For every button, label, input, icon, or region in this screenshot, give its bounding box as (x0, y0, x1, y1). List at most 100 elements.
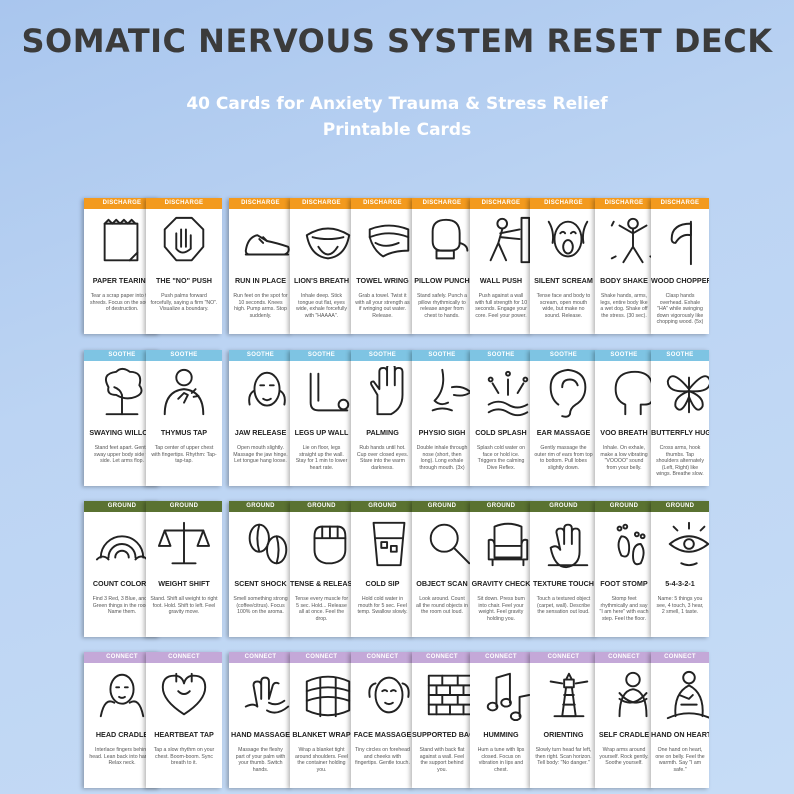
card: DISCHARGE BODY SHAKE Shake hands, arms, … (595, 198, 653, 334)
card: SOOTHE VOO BREATH Inhale. On exhale, mak… (595, 350, 653, 486)
card-art (146, 209, 222, 273)
card-art (651, 361, 709, 425)
category-band: SOOTHE (530, 350, 597, 361)
category-band: DISCHARGE (84, 198, 160, 209)
card-title: COLD SPLASH (475, 428, 527, 437)
card-art (595, 663, 653, 727)
card-description: Gently massage the outer rim of ears fro… (534, 445, 593, 471)
card: SOOTHE BUTTERFLY HUG Cross arms, hook th… (651, 350, 709, 486)
card: GROUND GRAVITY CHECK Sit down. Press bum… (470, 501, 532, 637)
card: DISCHARGE LION'S BREATH Inhale deep. Sti… (290, 198, 353, 334)
fist-icon (313, 525, 347, 565)
card-title: VOO BREATH (600, 428, 648, 437)
category-band: GROUND (651, 501, 709, 512)
card-title: SWAYING WILLOW (89, 428, 155, 437)
card-description: Inhale. On exhale, make a low vibrating … (600, 445, 648, 471)
card: SOOTHE COLD SPLASH Splash cold water on … (470, 350, 532, 486)
lighthouse-icon (549, 672, 589, 718)
card-description: Double inhale through nose (short, then … (416, 445, 468, 471)
card-title: HUMMING (483, 730, 519, 739)
card: CONNECT SUPPORTED BACK Stand with back f… (412, 652, 472, 788)
card: GROUND FOOT STOMP Stomp feet rhythmicall… (595, 501, 653, 637)
card-art (651, 512, 709, 576)
card-art (290, 209, 353, 273)
card: DISCHARGE THE "NO" PUSH Push palms forwa… (146, 198, 222, 334)
card-art (146, 361, 222, 425)
open-mouth-icon (305, 227, 351, 260)
card-title: WOOD CHOPPER (651, 276, 709, 285)
card-description: Open mouth slightly. Massage the jaw hin… (233, 445, 288, 465)
shoe-icon (244, 234, 290, 256)
card: GROUND SCENT SHOCK Smell something stron… (229, 501, 292, 637)
card-title: BUTTERFLY HUG (651, 428, 709, 437)
card: CONNECT HUMMING Hum a tune with lips clo… (470, 652, 532, 788)
card: SOOTHE PALMING Rub hands until hot. Cup … (351, 350, 414, 486)
card-title: JAW RELEASE (234, 428, 287, 437)
card: SOOTHE EAR MASSAGE Gently massage the ou… (530, 350, 597, 486)
card-description: Splash cold water on face or hold ice. T… (476, 445, 526, 471)
category-band: CONNECT (351, 652, 414, 663)
category-band: CONNECT (229, 652, 292, 663)
card: CONNECT HAND MASSAGE Massage the fleshy … (229, 652, 292, 788)
category-band: DISCHARGE (229, 198, 292, 209)
face-massage-icon (368, 676, 410, 714)
card: CONNECT HEARTBEAT TAP Tap a slow rhythm … (146, 652, 222, 788)
card: GROUND 5-4-3-2-1 Name: 5 things you see,… (651, 501, 709, 637)
card: GROUND WEIGHT SHIFT Stand. Shift all wei… (146, 501, 222, 637)
card-title: PAPER TEARING (92, 276, 152, 285)
card-title: THYMUS TAP (160, 428, 208, 437)
subtitle-line-2: Printable Cards (322, 120, 472, 140)
card-description: Grab a towel. Twist it with all your str… (355, 293, 410, 319)
card: DISCHARGE PILLOW PUNCH Stand safely. Pun… (412, 198, 472, 334)
card-description: One hand on heart, one on belly. Feel th… (655, 747, 705, 773)
card-art (351, 209, 414, 273)
card-title: OBJECT SCAN (416, 579, 468, 588)
card: DISCHARGE RUN IN PLACE Run feet on the s… (229, 198, 292, 334)
category-band: SOOTHE (595, 350, 653, 361)
card-art (229, 209, 292, 273)
card-description: Sit down. Press bum into chair. Feel you… (477, 596, 525, 622)
category-band: GROUND (530, 501, 597, 512)
card: CONNECT FACE MASSAGE Tiny circles on for… (351, 652, 414, 788)
cradled-head-icon (99, 673, 145, 718)
towel-icon (368, 224, 410, 258)
card-description: Massage the fleshy part of your palm wit… (235, 747, 286, 773)
card-description: Tap a slow rhythm on your chest. Boom-bo… (153, 747, 215, 767)
boxing-glove-icon (431, 218, 469, 260)
footprints-icon (616, 523, 646, 566)
card-description: Wrap arms around yourself. Rock gently. … (599, 747, 649, 767)
card: DISCHARGE WOOD CHOPPER Clasp hands overh… (651, 198, 709, 334)
card-description: Shake hands, arms, legs, entire body lik… (600, 293, 648, 319)
card-row-discharge: DISCHARGE PAPER TEARING Tear a scrap pap… (0, 198, 794, 338)
card-description: Stand feet apart. Gently sway upper body… (94, 445, 150, 465)
card-art (651, 663, 709, 727)
music-notes-icon (486, 672, 531, 722)
card: DISCHARGE TOWEL WRING Grab a towel. Twis… (351, 198, 414, 334)
card-title: SUPPORTED BACK (412, 730, 472, 739)
card-title: HEARTBEAT TAP (154, 730, 214, 739)
card-description: Clasp hands overhead. Exhale "HA" while … (656, 293, 704, 326)
card-title: WEIGHT SHIFT (158, 579, 210, 588)
chest-tap-icon (163, 368, 205, 416)
card-title: LION'S BREATH (293, 276, 350, 285)
scale-icon (157, 521, 211, 565)
card-description: Push palms forward forcefully, saying a … (150, 293, 218, 313)
category-band: SOOTHE (290, 350, 353, 361)
category-band: CONNECT (530, 652, 597, 663)
card: GROUND COLD SIP Hold cold water in mouth… (351, 501, 414, 637)
ear-icon (549, 368, 587, 418)
card-title: SILENT SCREAM (534, 276, 593, 285)
card-title: TENSE & RELEASE (290, 579, 353, 588)
subtitle-line-1: 40 Cards for Anxiety Trauma & Stress Rel… (186, 94, 608, 114)
category-band: GROUND (229, 501, 292, 512)
card-description: Touch a textured object (carpet, wall). … (536, 596, 591, 616)
card-description: Interlace fingers behind head. Lean back… (89, 747, 155, 767)
card: DISCHARGE SILENT SCREAM Tense face and b… (530, 198, 597, 334)
card: GROUND TENSE & RELEASE Tense every muscl… (290, 501, 353, 637)
card-art (229, 361, 292, 425)
card-art (84, 361, 160, 425)
card-title: HAND MASSAGE (230, 730, 291, 739)
category-band: CONNECT (84, 652, 160, 663)
card: CONNECT HAND ON HEART One hand on heart,… (651, 652, 709, 788)
axe-icon (670, 220, 692, 266)
